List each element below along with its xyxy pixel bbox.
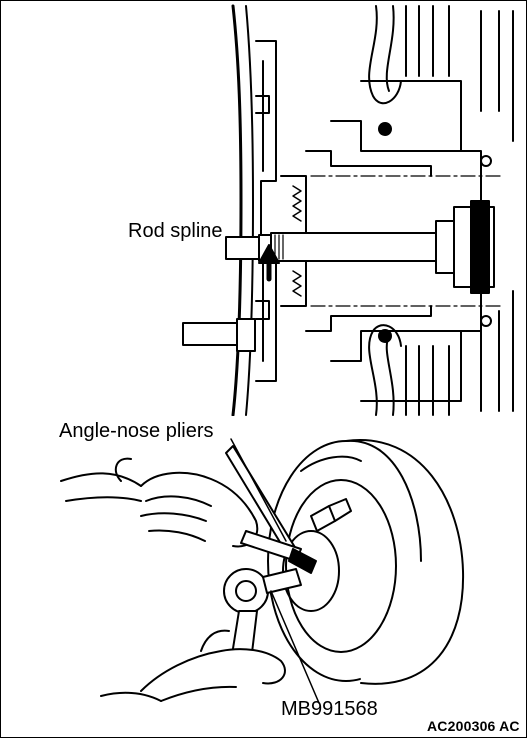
figure-code: AC200306 AC xyxy=(427,718,520,734)
booster-cross-section xyxy=(182,4,514,416)
rod-spline-label: Rod spline xyxy=(128,220,223,242)
tool-number-label: MB991568 xyxy=(281,698,378,720)
angle-nose-pliers-label: Angle-nose pliers xyxy=(59,420,214,442)
